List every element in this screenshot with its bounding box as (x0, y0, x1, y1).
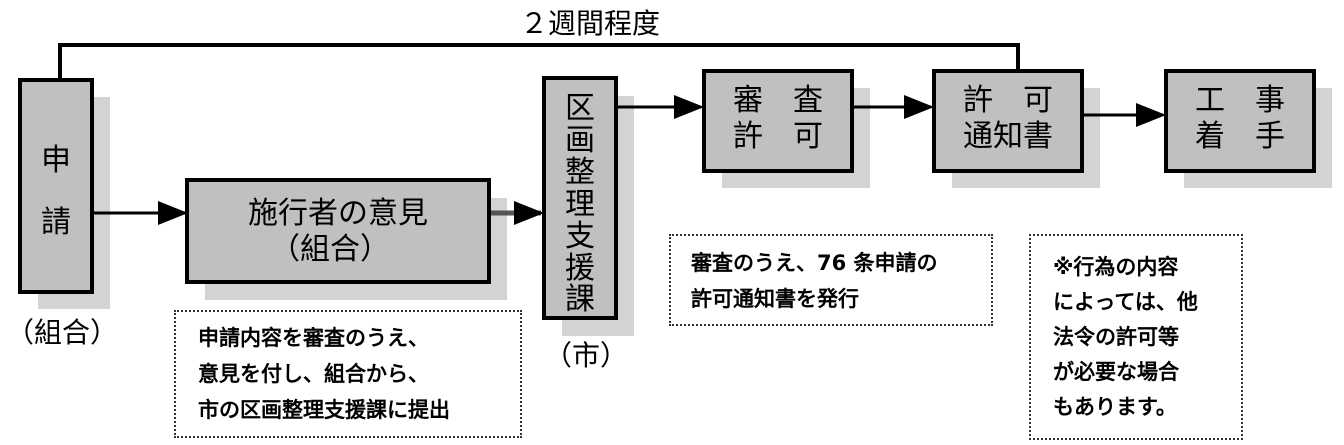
apply-sub-label: （組合） (6, 316, 118, 349)
opinion-note-line-1: 申請内容を審査のうえ、 (198, 326, 429, 350)
other-law-note-line-1: ※行為の内容 (1053, 255, 1179, 279)
notice-text-1: 許 可 (963, 83, 1053, 118)
opinion-note-line-3: 市の区画整理支援課に提出 (198, 398, 450, 422)
city-text-2: 画 (565, 123, 595, 158)
review-text-1: 審 査 (733, 83, 823, 118)
review-text-2: 許 可 (733, 119, 823, 154)
opinion-text-2: （組合） (270, 232, 390, 267)
notice-text-2: 通知書 (963, 119, 1053, 154)
city-text-5: 支 (565, 219, 595, 254)
apply-text-1: 申 (41, 143, 71, 178)
start-text-1: 工 事 (1195, 83, 1285, 118)
opinion-note-line-2: 意見を付し、組合から、 (198, 362, 429, 386)
city-text-6: 援 (565, 251, 595, 286)
start-text-2: 着 手 (1195, 119, 1285, 154)
other-law-note-line-2: によっては、他 (1053, 290, 1198, 314)
city-text-3: 整 (565, 155, 595, 190)
review-box (702, 69, 854, 173)
opinion-text-1: 施行者の意見 (248, 196, 428, 231)
other-law-note: ※行為の内容 によっては、他 法令の許可等 が必要な場合 もあります。 (1029, 234, 1243, 440)
opinion-note: 申請内容を審査のうえ、 意見を付し、組合から、 市の区画整理支援課に提出 (174, 310, 522, 438)
span-bracket: ２週間程度 (58, 7, 1020, 80)
review-note: 審査のうえ、76 条申請の 許可通知書を発行 (669, 234, 993, 326)
city-text-7: 課 (565, 282, 595, 317)
other-law-note-line-3: 法令の許可等 (1053, 325, 1179, 349)
city-text-4: 理 (565, 187, 595, 222)
apply-box (18, 78, 94, 294)
city-box (542, 76, 618, 320)
city-sub-label: （市） (544, 339, 628, 372)
review-note-line-2: 許可通知書を発行 (691, 287, 859, 311)
start-box (1164, 69, 1316, 173)
other-law-note-line-4: が必要な場合 (1053, 360, 1179, 384)
review-note-line-1: 審査のうえ、76 条申請の (691, 251, 938, 275)
arrows (92, 95, 1166, 225)
other-law-note-line-5: もあります。 (1053, 395, 1177, 419)
boxes (18, 69, 1316, 320)
apply-text-2: 請 (41, 205, 71, 240)
city-text-1: 区 (565, 91, 595, 126)
notice-box (932, 69, 1084, 173)
span-label: ２週間程度 (520, 7, 660, 40)
box-texts: 申 請 施行者の意見 （組合） 区 画 整 理 支 援 課 審 査 許 可 許 … (41, 83, 1285, 317)
opinion-box (185, 178, 491, 284)
